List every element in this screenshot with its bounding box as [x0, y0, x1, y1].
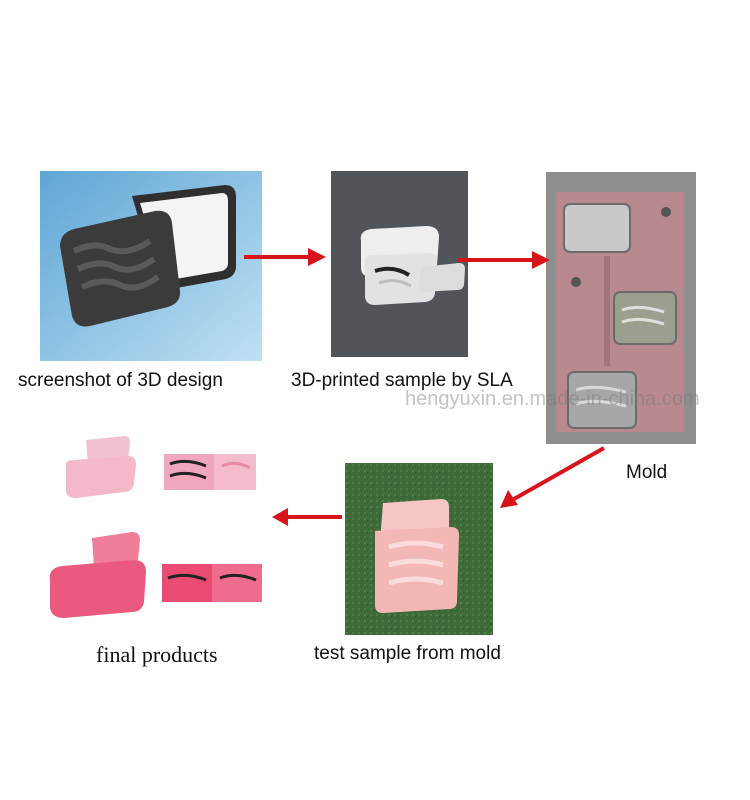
watermark-text: hengyuxin.en.made-in-china.com: [405, 388, 700, 410]
arrow-test-to-final: [272, 506, 342, 528]
photo-final-products: [36, 420, 280, 630]
caption-final-products: final products: [96, 642, 218, 667]
photo-mold: [546, 172, 696, 444]
caption-3d-printed: 3D-printed sample by SLA: [291, 370, 513, 391]
caption-mold: Mold: [626, 462, 668, 483]
arrow-printed-to-mold: [458, 249, 550, 271]
arrow-mold-to-test: [492, 444, 608, 512]
caption-test-sample: test sample from mold: [314, 643, 501, 664]
photo-test-sample: [345, 463, 493, 635]
photo-3d-design: [40, 171, 262, 361]
caption-3d-design: screenshot of 3D design: [18, 370, 223, 391]
arrow-design-to-printed: [244, 246, 326, 268]
photo-3d-printed-sample: [331, 171, 468, 357]
